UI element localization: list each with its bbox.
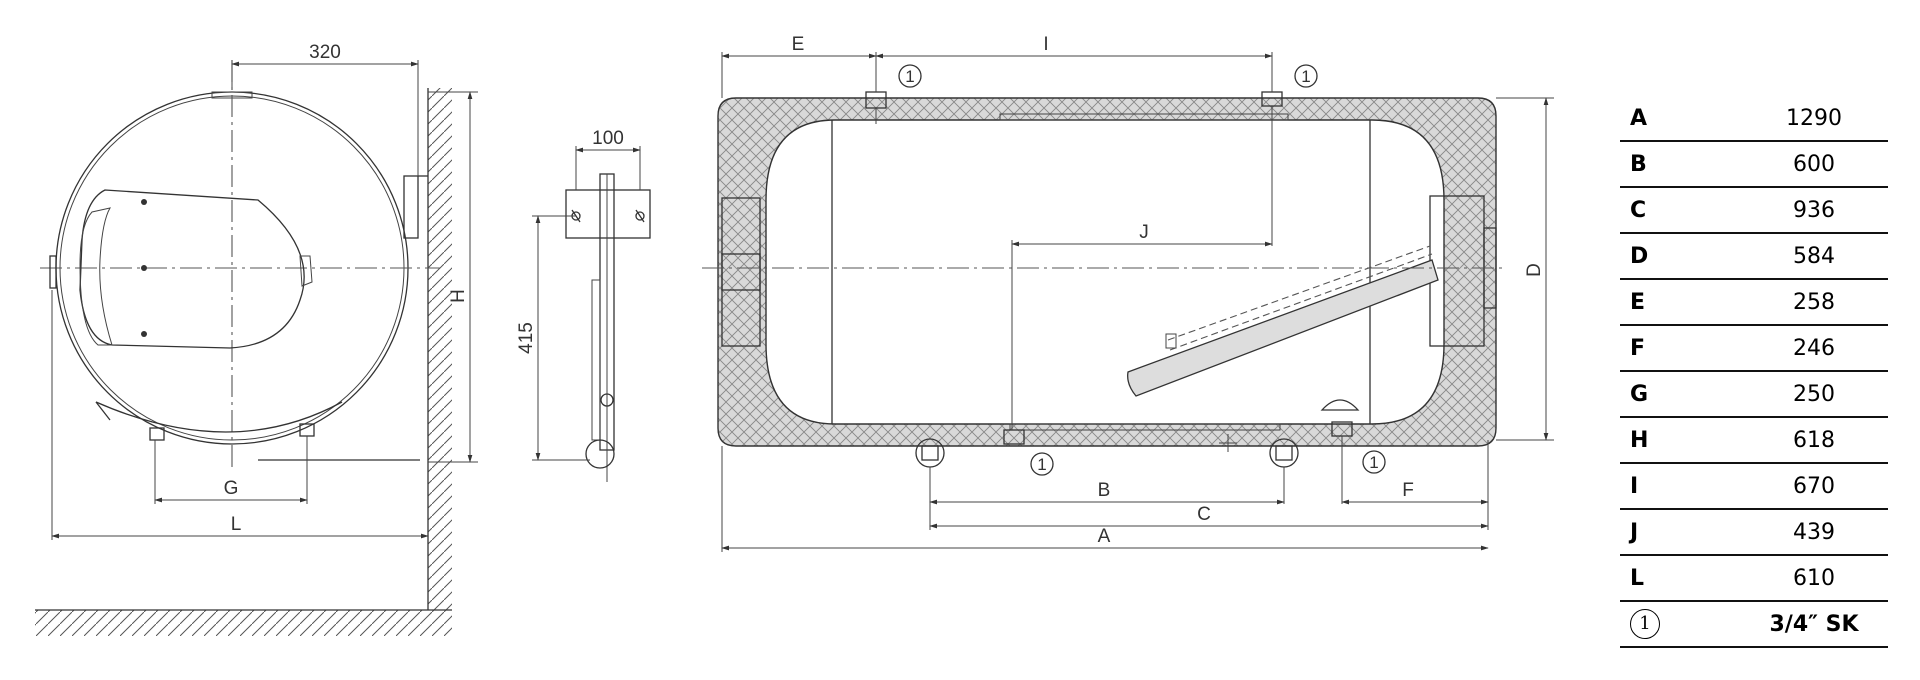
dim-g-label: G xyxy=(224,478,239,499)
dim-key: C xyxy=(1620,187,1740,234)
bracket-view: 100 415 xyxy=(516,128,651,482)
dim-e-label: E xyxy=(792,34,805,55)
dim-key: L xyxy=(1620,555,1740,602)
dim-key: 1 xyxy=(1620,601,1740,648)
dim-a-label: A xyxy=(1098,526,1111,547)
dim-value: 246 xyxy=(1740,325,1888,372)
dim-h-label: H xyxy=(448,289,469,303)
technical-drawing: 320 H G L 100 415 xyxy=(35,34,1554,636)
dim-value: 936 xyxy=(1740,187,1888,234)
dim-l-label: L xyxy=(231,514,242,535)
dim-320-label: 320 xyxy=(309,42,341,63)
dim-c-label: C xyxy=(1197,504,1211,525)
dim-b-label: B xyxy=(1098,480,1111,501)
dim-100-label: 100 xyxy=(592,128,624,149)
dim-key: I xyxy=(1620,463,1740,510)
dim-key: A xyxy=(1620,96,1740,142)
dim-value: 3/4″ SK xyxy=(1740,601,1888,648)
dim-key: J xyxy=(1620,509,1740,556)
svg-text:1: 1 xyxy=(1037,455,1046,474)
dim-value: 250 xyxy=(1740,371,1888,418)
connection-marker-top-left: 1 xyxy=(898,64,922,88)
dim-value: 439 xyxy=(1740,509,1888,556)
dim-j-label: J xyxy=(1139,222,1149,243)
dim-key: D xyxy=(1620,233,1740,280)
dim-key: H xyxy=(1620,417,1740,464)
wall-hatch xyxy=(428,88,452,610)
dim-value: 1290 xyxy=(1740,96,1888,142)
dim-key: B xyxy=(1620,141,1740,188)
connection-marker-bottom-left: 1 xyxy=(1030,452,1054,476)
connection-key-circle: 1 xyxy=(1630,609,1660,639)
dim-415-label: 415 xyxy=(516,322,537,354)
dim-key: F xyxy=(1620,325,1740,372)
svg-text:1: 1 xyxy=(905,67,914,86)
dim-value: 618 xyxy=(1740,417,1888,464)
dim-i-label: I xyxy=(1043,34,1048,55)
side-view: E I J D B C F A 1 1 xyxy=(702,34,1554,552)
dim-d-label: D xyxy=(1524,263,1545,277)
control-cover xyxy=(79,189,305,349)
dim-value: 610 xyxy=(1740,555,1888,602)
dim-value: 600 xyxy=(1740,141,1888,188)
connection-marker-bottom-right: 1 xyxy=(1362,450,1386,474)
dim-f-label: F xyxy=(1402,480,1414,501)
dim-value: 670 xyxy=(1740,463,1888,510)
dim-key: E xyxy=(1620,279,1740,326)
end-view: 320 H G L xyxy=(35,42,478,636)
table-row-connection: 1 3/4″ SK xyxy=(1620,601,1888,648)
connection-marker-top-right: 1 xyxy=(1294,64,1318,88)
svg-text:1: 1 xyxy=(1301,67,1310,86)
inner-tank xyxy=(765,119,1445,425)
dim-key: G xyxy=(1620,371,1740,418)
floor-hatch xyxy=(35,610,452,636)
heating-element xyxy=(1127,259,1439,397)
svg-text:1: 1 xyxy=(1369,453,1378,472)
dim-value: 258 xyxy=(1740,279,1888,326)
dim-value: 584 xyxy=(1740,233,1888,280)
